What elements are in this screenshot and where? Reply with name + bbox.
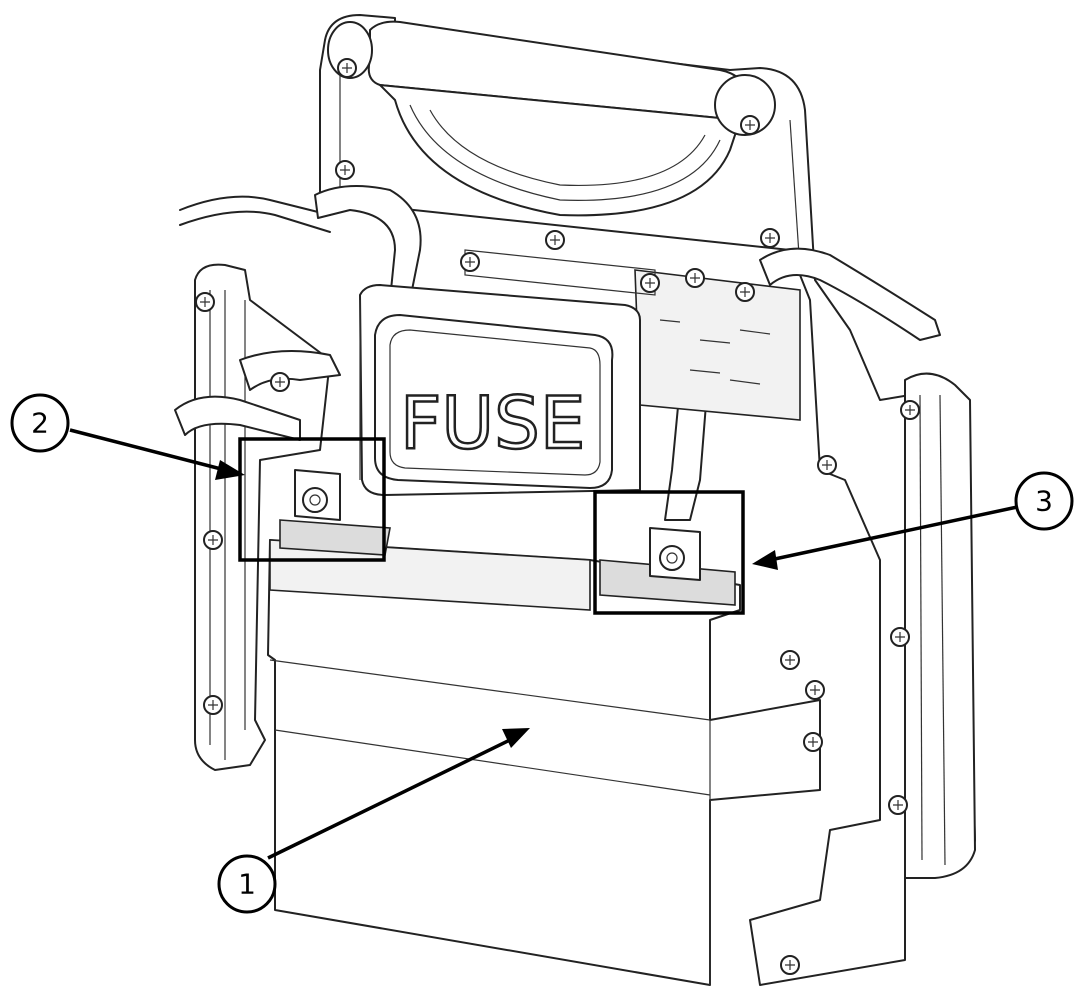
callout-arrow-3 — [752, 504, 1023, 570]
screw-slot — [550, 235, 560, 245]
screw-slot — [740, 287, 750, 297]
screw-slot — [465, 257, 475, 267]
circuit-board — [634, 269, 801, 421]
callout-3-number: 3 — [1035, 485, 1053, 518]
highlight-box-terminal-2 — [238, 437, 386, 562]
battery-pack — [267, 519, 821, 986]
callout-1: 1 — [217, 854, 277, 914]
callout-arrow-2 — [69, 428, 245, 480]
positive-terminal — [649, 527, 701, 581]
screw-slot — [200, 297, 210, 307]
highlight-box-terminal-3 — [593, 490, 745, 615]
fuse-label: FUSE — [400, 381, 585, 465]
screw-slot — [208, 535, 218, 545]
screw-slot — [785, 960, 795, 970]
screw-slot — [785, 655, 795, 665]
screw-slot — [893, 800, 903, 810]
screw-slot — [340, 165, 350, 175]
callout-3: 3 — [1014, 471, 1074, 531]
screw-slot — [690, 273, 700, 283]
screw-slot — [808, 737, 818, 747]
screw-slot — [645, 278, 655, 288]
negative-terminal — [294, 469, 341, 521]
callout-arrow-1 — [267, 728, 530, 860]
screw-slot — [765, 233, 775, 243]
screws — [195, 58, 920, 975]
screw-slot — [745, 120, 755, 130]
callout-2: 2 — [10, 393, 70, 453]
screw-slot — [905, 405, 915, 415]
screw-slot — [275, 377, 285, 387]
screw-slot — [895, 632, 905, 642]
callout-2-number: 2 — [31, 407, 49, 440]
fuse-cover: FUSE — [359, 249, 656, 496]
screw-slot — [208, 700, 218, 710]
screw-slot — [810, 685, 820, 695]
callout-1-number: 1 — [238, 868, 256, 901]
screw-slot — [822, 460, 832, 470]
carry-handle — [327, 20, 776, 217]
screw-slot — [342, 63, 352, 73]
cables — [174, 185, 941, 521]
